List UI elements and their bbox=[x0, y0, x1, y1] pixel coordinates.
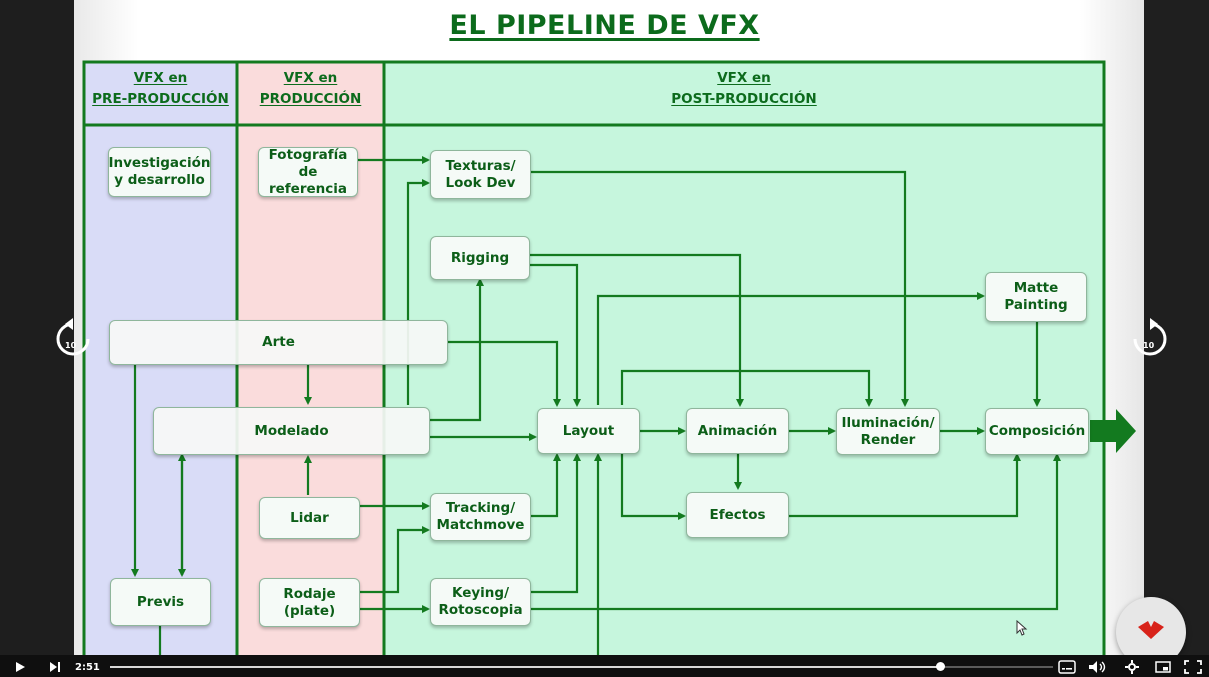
play-icon[interactable] bbox=[14, 661, 28, 673]
output-arrow bbox=[1090, 409, 1136, 453]
progress-handle[interactable] bbox=[935, 662, 945, 671]
next-icon[interactable] bbox=[48, 661, 62, 673]
node-efectos: Efectos bbox=[686, 492, 789, 538]
arrow-tracking-layout bbox=[531, 453, 561, 518]
node-lidar: Lidar bbox=[259, 497, 360, 539]
arrow-layout-efectos bbox=[620, 452, 686, 520]
letterbox-left bbox=[0, 0, 74, 677]
column-header-line: POST-PRODUCCIÓN bbox=[671, 91, 817, 107]
node-layout: Layout bbox=[537, 408, 640, 454]
node-fotografia: Fotografía de referencia bbox=[258, 147, 358, 197]
progress-played bbox=[110, 666, 940, 668]
arrow-layout-matte bbox=[596, 292, 985, 405]
arrow-layout-iluminacion bbox=[620, 369, 873, 407]
arrow-keying-composicion bbox=[531, 453, 1061, 611]
node-composicion: Composición bbox=[985, 408, 1089, 455]
arrow-rigging-animacion bbox=[530, 253, 744, 407]
progress-bar[interactable] bbox=[110, 662, 1053, 671]
slide-title: EL PIPELINE DE VFX bbox=[449, 10, 760, 41]
subtitles-icon[interactable] bbox=[1058, 660, 1076, 674]
mouse-cursor-icon bbox=[1016, 620, 1028, 636]
node-previs: Previs bbox=[110, 578, 211, 626]
node-modelado: Modelado bbox=[153, 407, 430, 455]
arrow-arte-layout bbox=[448, 340, 561, 407]
column-header-pre: VFX en PRE-PRODUCCIÓN bbox=[84, 68, 237, 110]
node-texturas: Texturas/ Look Dev bbox=[430, 150, 531, 199]
column-header-line: PRODUCCIÓN bbox=[259, 91, 362, 107]
column-header-line: VFX en bbox=[717, 70, 771, 86]
volume-icon[interactable] bbox=[1088, 660, 1108, 674]
node-matte-painting: Matte Painting bbox=[985, 272, 1087, 322]
seek-back-icon[interactable] bbox=[50, 316, 96, 362]
column-header-post: VFX en POST-PRODUCCIÓN bbox=[384, 68, 1104, 110]
column-header-line: VFX en bbox=[133, 70, 188, 86]
column-header-line: PRE-PRODUCCIÓN bbox=[92, 91, 229, 107]
node-rigging: Rigging bbox=[430, 236, 530, 280]
arrow-modelado-rigging bbox=[430, 278, 484, 422]
column-header-line: VFX en bbox=[283, 70, 338, 86]
node-investigacion: Investigación y desarrollo bbox=[108, 147, 211, 197]
logo-icon bbox=[1138, 621, 1164, 639]
seek-back-label: 10 bbox=[65, 341, 77, 350]
arrow-efectos-composicion bbox=[789, 453, 1021, 518]
node-arte: Arte bbox=[109, 320, 448, 365]
arrow-rodaje-tracking bbox=[360, 526, 430, 594]
node-iluminacion: Iluminación/ Render bbox=[836, 408, 940, 455]
node-keying: Keying/ Rotoscopia bbox=[430, 578, 531, 626]
arrow-keying-layout bbox=[531, 453, 581, 594]
arrow-modelado-texturas bbox=[406, 179, 430, 405]
settings-icon[interactable] bbox=[1124, 659, 1140, 675]
node-tracking: Tracking/ Matchmove bbox=[430, 493, 531, 541]
arrow-rigging-layout bbox=[530, 263, 581, 407]
seek-forward-icon[interactable] bbox=[1127, 316, 1173, 362]
arrow-texturas-iluminacion bbox=[531, 170, 909, 407]
current-time: 2:51 bbox=[75, 662, 100, 673]
miniplayer-icon[interactable] bbox=[1155, 661, 1171, 673]
node-rodaje: Rodaje (plate) bbox=[259, 578, 360, 627]
arrow-previs-layout bbox=[158, 453, 602, 662]
letterbox-right bbox=[1144, 0, 1209, 677]
node-animacion: Animación bbox=[686, 408, 789, 454]
seek-forward-label: 10 bbox=[1143, 341, 1155, 350]
fullscreen-icon[interactable] bbox=[1184, 660, 1202, 674]
column-header-prod: VFX en PRODUCCIÓN bbox=[237, 68, 384, 110]
